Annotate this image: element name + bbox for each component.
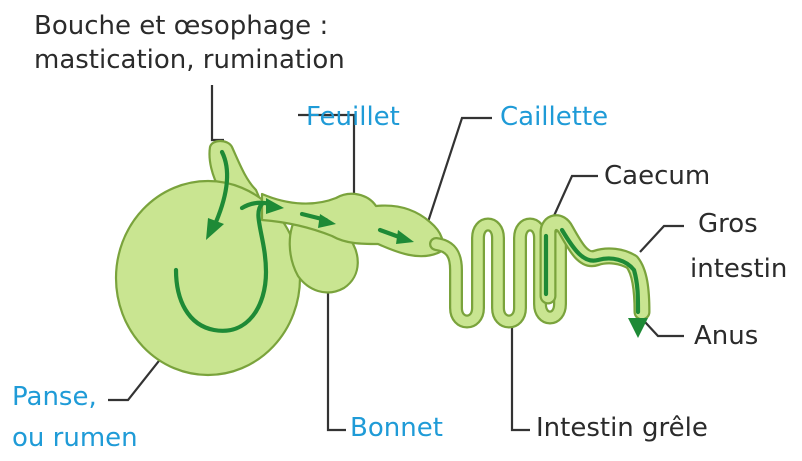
caillette-label: Caillette xyxy=(500,101,608,133)
leader-caecum xyxy=(553,176,598,218)
leader-mouth xyxy=(212,85,224,140)
leader-gros-intestin xyxy=(640,226,684,252)
leader-anus xyxy=(645,322,684,336)
bonnet-label: Bonnet xyxy=(350,412,443,444)
leader-bonnet xyxy=(328,292,346,430)
caecum-label: Caecum xyxy=(604,160,710,192)
mouth-label-line1: Bouche et œsophage : xyxy=(34,10,328,42)
mouth-label-line2: mastication, rumination xyxy=(34,44,345,76)
panse-label-line1: Panse, xyxy=(12,381,97,413)
arrowhead-anus xyxy=(628,318,648,338)
gros-intestin-label-line1: Gros xyxy=(698,208,758,240)
gros-intestin-label-line2: intestin xyxy=(690,253,787,285)
feuillet-label: Feuillet xyxy=(306,101,400,133)
panse-label-line2: ou rumen xyxy=(12,422,138,454)
leader-caillette xyxy=(426,118,492,228)
intestin-grele-label: Intestin grêle xyxy=(536,412,708,444)
leader-intestin-grele xyxy=(512,320,530,430)
anus-label: Anus xyxy=(694,320,758,352)
